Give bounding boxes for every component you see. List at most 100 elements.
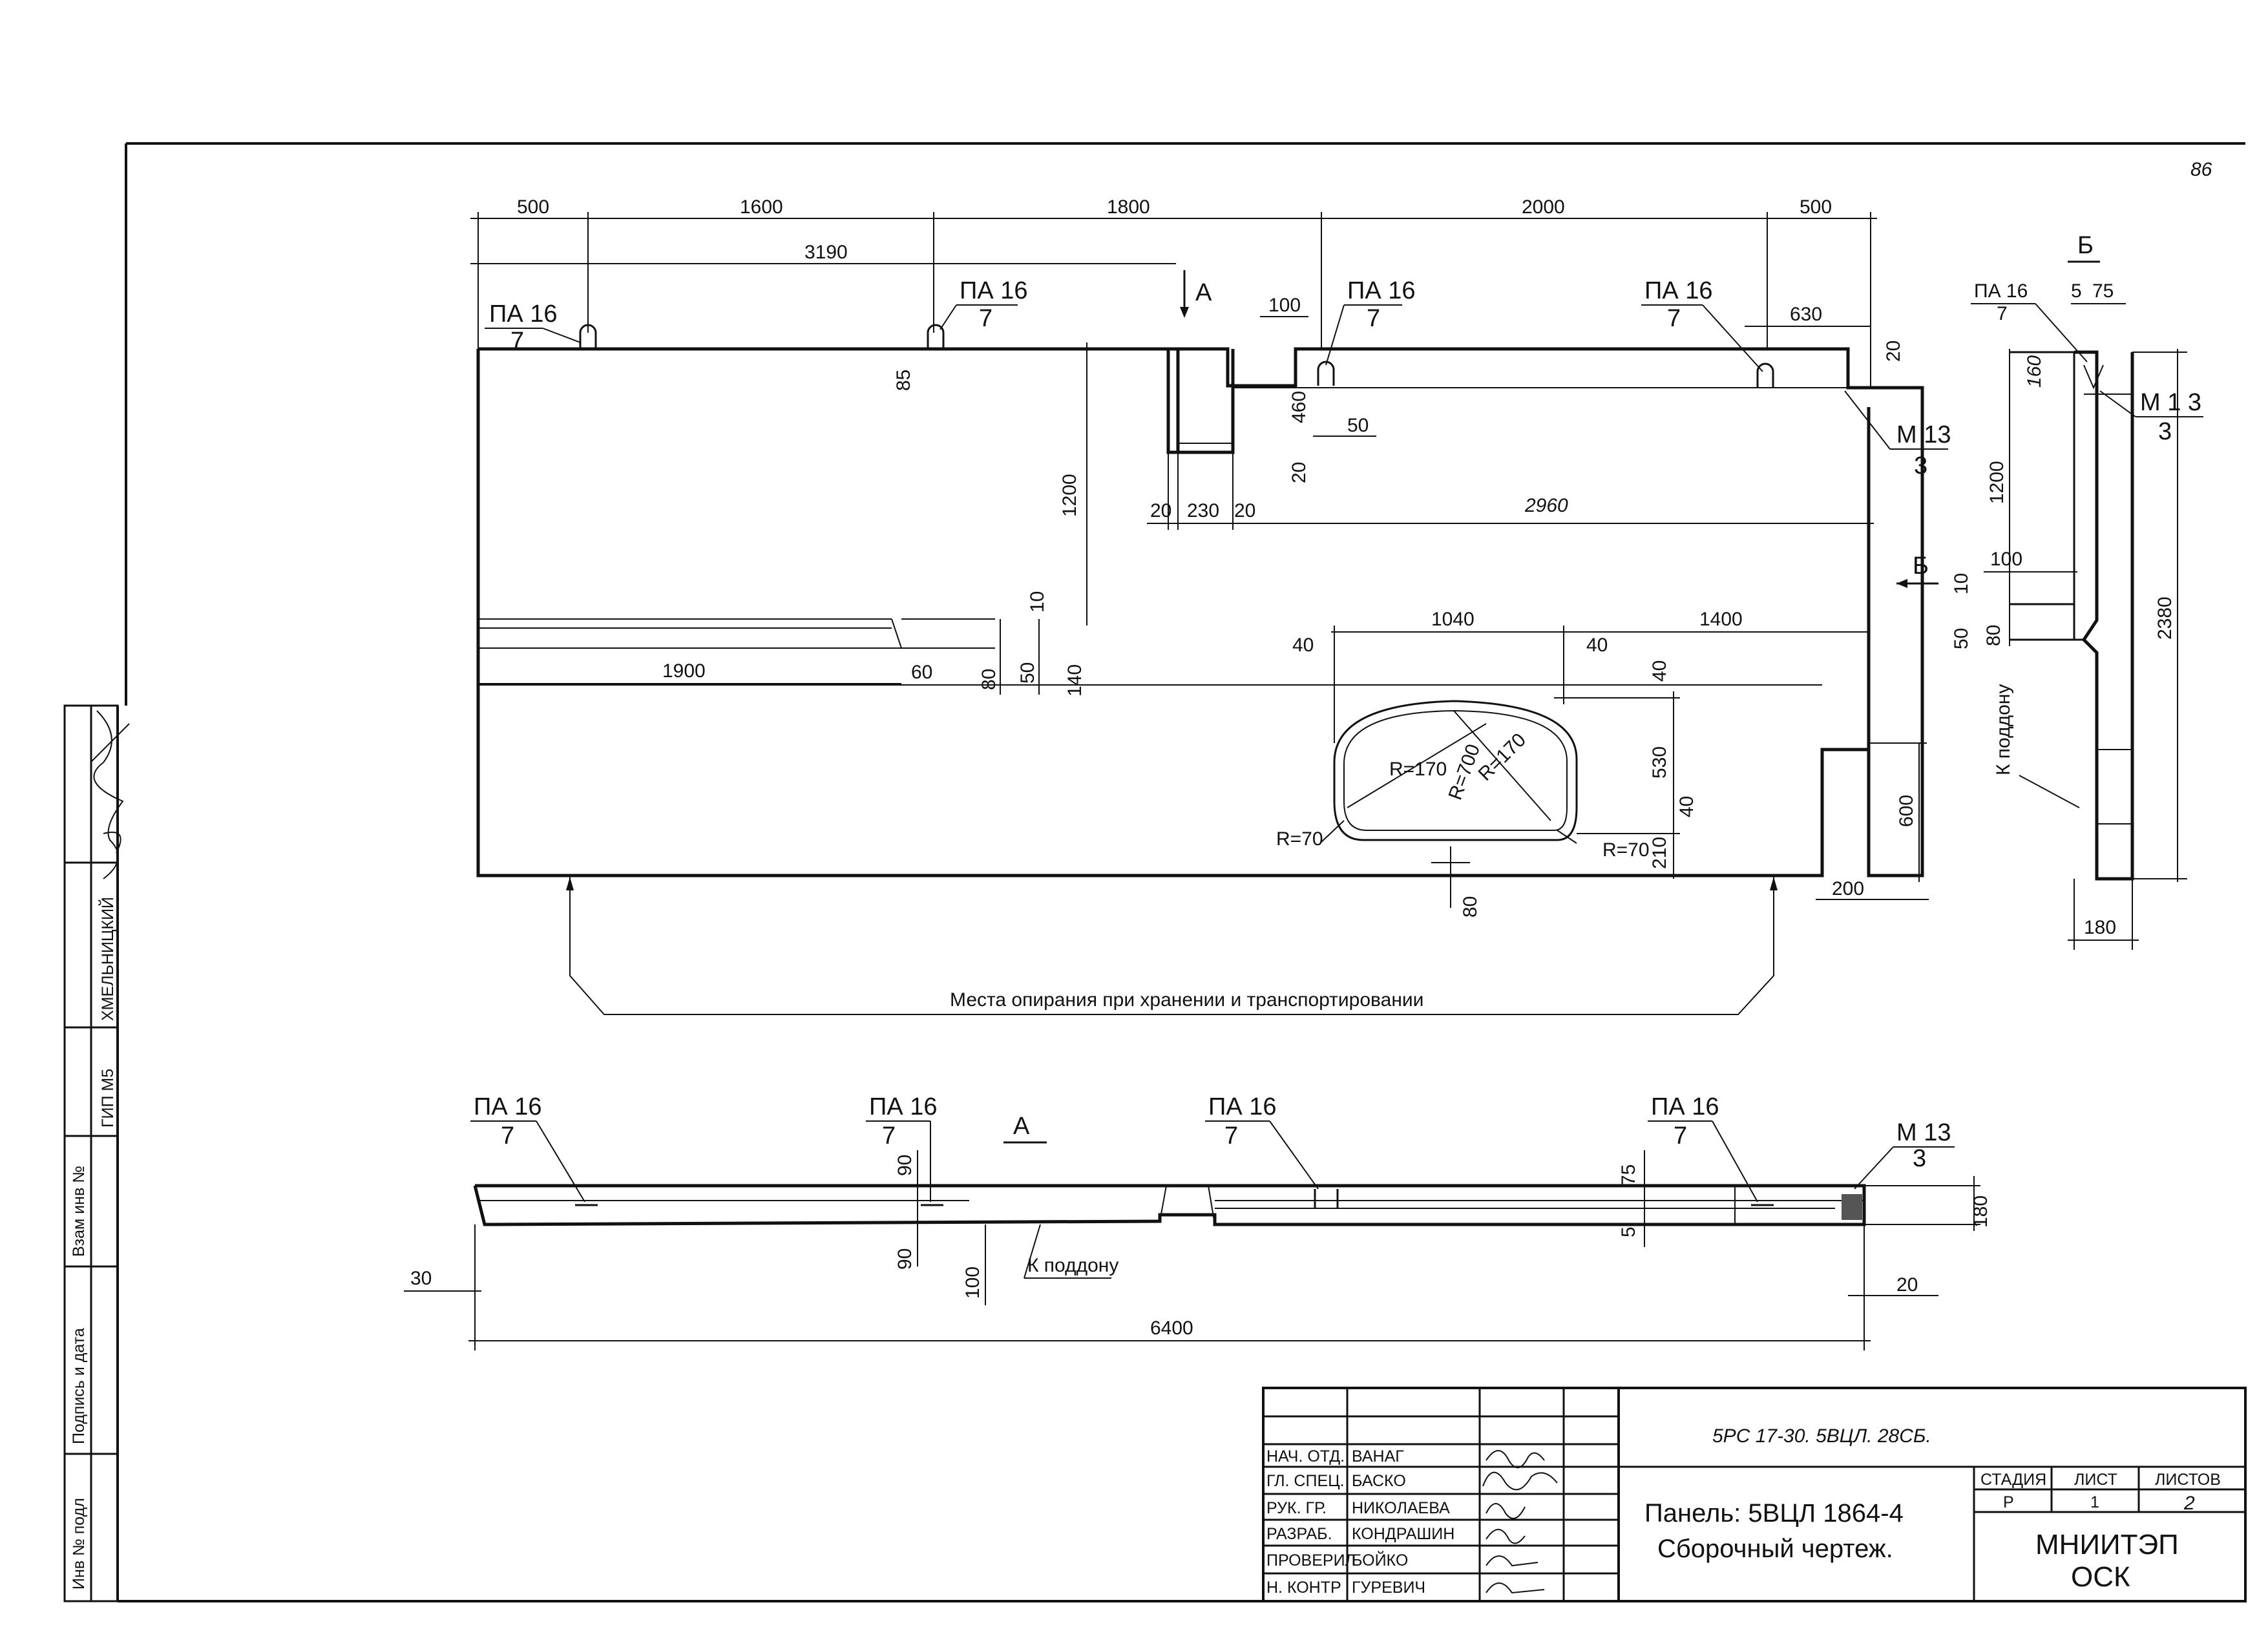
svg-text:7: 7 — [1224, 1122, 1238, 1150]
mark-pa16-3: ПА 16 7 — [1325, 277, 1415, 366]
to-pallet-b: К поддону — [1993, 684, 2014, 775]
title-block: НАЧ. ОТД. ВАНАГ ГЛ. СПЕЦ. БАСКО РУК. ГР.… — [1262, 1387, 2247, 1602]
svg-text:БАСКО: БАСКО — [1352, 1472, 1406, 1490]
svg-text:5: 5 — [1618, 1226, 1639, 1237]
svg-text:7: 7 — [979, 305, 992, 332]
svg-text:ГЛ. СПЕЦ.: ГЛ. СПЕЦ. — [1266, 1472, 1345, 1490]
dim-3190: 3190 — [470, 242, 1176, 264]
svg-text:200: 200 — [1832, 878, 1864, 899]
svg-text:30: 30 — [410, 1268, 432, 1289]
svg-text:40: 40 — [1676, 796, 1697, 817]
organization-2: ОСК — [2071, 1561, 2130, 1593]
svg-text:ПА 16: ПА 16 — [1974, 280, 2028, 302]
view-a-mark-1: ПА 16 7 — [470, 1093, 585, 1203]
svg-text:100: 100 — [1268, 295, 1301, 316]
svg-text:20: 20 — [1288, 462, 1310, 483]
svg-text:ЛИСТОВ: ЛИСТОВ — [2155, 1471, 2221, 1489]
panel-outline — [476, 347, 1924, 877]
svg-text:7: 7 — [1367, 305, 1380, 332]
svg-text:230: 230 — [1187, 500, 1219, 521]
svg-text:50: 50 — [1951, 628, 1972, 649]
dim-1200-vertical: 1200 — [1059, 342, 1087, 625]
svg-text:КОНДРАШИН: КОНДРАШИН — [1352, 1525, 1454, 1543]
svg-text:3: 3 — [1913, 1145, 1926, 1172]
svg-text:210: 210 — [1649, 837, 1670, 869]
svg-text:ПА 16: ПА 16 — [1347, 277, 1415, 304]
svg-text:1040: 1040 — [1431, 609, 1475, 630]
view-a-mark-4: ПА 16 7 — [1648, 1093, 1758, 1203]
svg-text:100: 100 — [1990, 549, 2022, 570]
svg-text:ГУРЕВИЧ: ГУРЕВИЧ — [1352, 1579, 1425, 1597]
dim-6400: 6400 — [1150, 1318, 1193, 1339]
signer-name: ХМЕЛЬНИЦКИЙ — [98, 897, 117, 1021]
svg-text:7: 7 — [1667, 305, 1681, 332]
to-pallet-a: К поддону — [1027, 1255, 1118, 1276]
svg-text:60: 60 — [911, 662, 932, 683]
groove-dims: 10 1900 60 80 50 140 — [478, 591, 1086, 697]
lifting-loop-2 — [927, 324, 945, 349]
radius-170-a: R=170 — [1389, 759, 1447, 780]
approval-signatures — [1482, 1450, 1558, 1594]
drawing-title-2: Сборочный чертеж. — [1657, 1535, 1893, 1563]
svg-text:ВАНАГ: ВАНАГ — [1352, 1447, 1404, 1465]
opening-inner — [1343, 709, 1568, 831]
dim-2000: 2000 — [1522, 196, 1565, 218]
svg-text:80: 80 — [1460, 896, 1481, 918]
lifting-loop-4 — [1756, 362, 1774, 388]
svg-text:1900: 1900 — [662, 660, 706, 682]
view-a-outline — [473, 1184, 1866, 1226]
svg-text:10: 10 — [1951, 573, 1972, 594]
svg-text:7: 7 — [882, 1122, 896, 1150]
m13-plate — [1842, 1194, 1862, 1220]
left-approval-strip: ХМЕЛЬНИЦКИЙ ГИП М5 Взам инв № Подпись и … — [63, 704, 130, 1602]
document-code: 5РС 17-30. 5ВЦЛ. 28СБ. — [1712, 1425, 1931, 1447]
svg-text:М 13: М 13 — [1896, 421, 1951, 448]
radius-70-a: R=70 — [1276, 828, 1323, 850]
svg-text:75: 75 — [1618, 1164, 1639, 1186]
section-b-marker: Б — [1896, 552, 1938, 588]
svg-text:Места опирания при хранении и: Места опирания при хранении и транспорти… — [950, 989, 1423, 1011]
svg-text:3: 3 — [1914, 452, 1927, 479]
svg-text:СТАДИЯ: СТАДИЯ — [1980, 1471, 2046, 1489]
swap-inv-label: Взам инв № — [70, 1166, 88, 1257]
svg-text:90: 90 — [894, 1155, 916, 1176]
svg-text:1200: 1200 — [1059, 474, 1080, 517]
svg-text:ЛИСТ: ЛИСТ — [2074, 1471, 2117, 1489]
svg-text:50: 50 — [1017, 662, 1038, 684]
svg-text:40: 40 — [1649, 660, 1670, 682]
svg-text:БОЙКО: БОЙКО — [1352, 1550, 1408, 1570]
dim-notch: 100 460 50 20 85 20 230 20 — [893, 295, 1874, 530]
svg-text:85: 85 — [893, 370, 914, 391]
svg-text:75: 75 — [2092, 280, 2114, 302]
dim-2960: 2960 — [1524, 495, 1568, 516]
dim-600-200: 600 200 — [1816, 742, 1929, 900]
mark-pa16-4: ПА 16 7 — [1641, 277, 1763, 372]
svg-text:РАЗРАБ.: РАЗРАБ. — [1266, 1525, 1332, 1543]
svg-text:5: 5 — [2071, 280, 2082, 302]
svg-text:7: 7 — [1674, 1122, 1687, 1150]
view-a-title: А — [1013, 1113, 1030, 1140]
svg-text:600: 600 — [1896, 795, 1917, 827]
svg-text:М 1 3: М 1 3 — [2140, 389, 2201, 416]
svg-text:ПА 16: ПА 16 — [960, 277, 1027, 304]
svg-text:1200: 1200 — [1986, 461, 2008, 504]
svg-text:7: 7 — [510, 328, 524, 355]
section-b-view: Б ПА 16 7 5 75 М 1 3 3 160 1200 100 10 5… — [1951, 232, 2203, 950]
svg-text:М 13: М 13 — [1896, 1119, 1951, 1146]
sheet-frame: 86 — [116, 142, 2245, 1602]
svg-text:40: 40 — [1292, 635, 1314, 656]
view-a-m13: М 13 3 — [1854, 1119, 1955, 1190]
svg-text:90: 90 — [894, 1248, 916, 1270]
dim-top-chain: 500 1600 1800 2000 500 — [470, 196, 1877, 388]
svg-text:1400: 1400 — [1699, 609, 1743, 630]
svg-text:ПА 16: ПА 16 — [489, 300, 557, 328]
svg-text:7: 7 — [1997, 303, 2008, 324]
role-label: ГИП М5 — [99, 1069, 117, 1128]
dim-1600: 1600 — [740, 196, 783, 218]
inv-orig-label: Инв № подл — [70, 1498, 88, 1590]
drawing-title-1: Панель: 5ВЦЛ 1864-4 — [1644, 1499, 1904, 1528]
view-a-mark-3: ПА 16 7 — [1205, 1093, 1319, 1190]
svg-text:80: 80 — [978, 669, 1000, 690]
sheets-value: 2 — [2183, 1493, 2195, 1514]
